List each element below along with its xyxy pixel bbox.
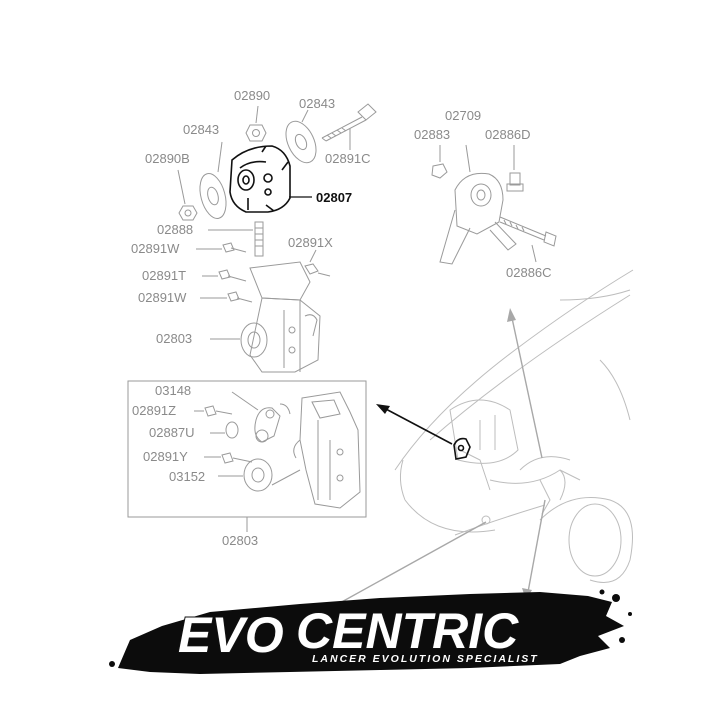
label-02891c: 02891C	[325, 151, 371, 166]
label-02891x: 02891X	[288, 235, 333, 250]
mount-02709-group	[431, 144, 557, 265]
label-02891y: 02891Y	[143, 449, 188, 464]
logo-text-centric: CENTRIC	[296, 603, 519, 659]
label-02886c: 02886C	[506, 265, 552, 280]
label-02891w-a: 02891W	[131, 241, 180, 256]
bolt-02891x	[304, 249, 331, 277]
logo-text-evo: EVO	[178, 607, 284, 663]
label-02883: 02883	[414, 127, 450, 142]
label-02843-top: 02843	[299, 96, 335, 111]
washer-02843-top	[285, 109, 317, 164]
mount-02807-highlight	[229, 145, 312, 213]
label-02803-a: 02803	[156, 331, 192, 346]
label-02890: 02890	[234, 88, 270, 103]
leader-arrows	[337, 308, 546, 605]
bolt-02891c	[321, 103, 377, 150]
stud-02888	[208, 221, 264, 257]
label-02890b: 02890B	[145, 151, 190, 166]
washer-02843-left	[199, 141, 227, 219]
mount-assembly-group	[177, 103, 377, 373]
label-02843-left: 02843	[183, 122, 219, 137]
label-03152: 03152	[169, 469, 205, 484]
label-02888: 02888	[157, 222, 193, 237]
label-02891z: 02891Z	[132, 403, 176, 418]
bolt-02891w-a	[196, 242, 247, 253]
bracket-02803-assembled	[210, 261, 321, 373]
label-02709: 02709	[445, 108, 481, 123]
bolt-02891w-b	[200, 291, 253, 303]
label-02887u: 02887U	[149, 425, 195, 440]
label-02803-b: 02803	[222, 533, 258, 548]
box-labels: 03148 02891Z 02887U 02891Y 03152 02803	[132, 383, 258, 548]
top-left-labels: 02890 02843 02843 02890B 02891C 02807 02…	[131, 88, 371, 346]
nut-02890b	[177, 169, 198, 221]
label-03148: 03148	[155, 383, 191, 398]
engine-bay-sketch	[394, 269, 634, 583]
top-right-labels: 02709 02883 02886D 02886C	[414, 108, 552, 280]
label-02886d: 02886D	[485, 127, 531, 142]
label-02891t: 02891T	[142, 268, 186, 283]
logo-tagline: LANCER EVOLUTION SPECIALIST	[312, 653, 539, 665]
label-02807: 02807	[316, 190, 352, 205]
evocentric-logo: EVO CENTRIC LANCER EVOLUTION SPECIALIST	[109, 589, 632, 674]
nut-02890	[245, 105, 267, 142]
logo-brush-stroke	[118, 592, 624, 674]
label-02891w-b: 02891W	[138, 290, 187, 305]
bolt-02891t	[202, 269, 247, 282]
engine-bay-highlight	[453, 437, 471, 460]
bracket-02803-exploded-box	[127, 380, 367, 532]
